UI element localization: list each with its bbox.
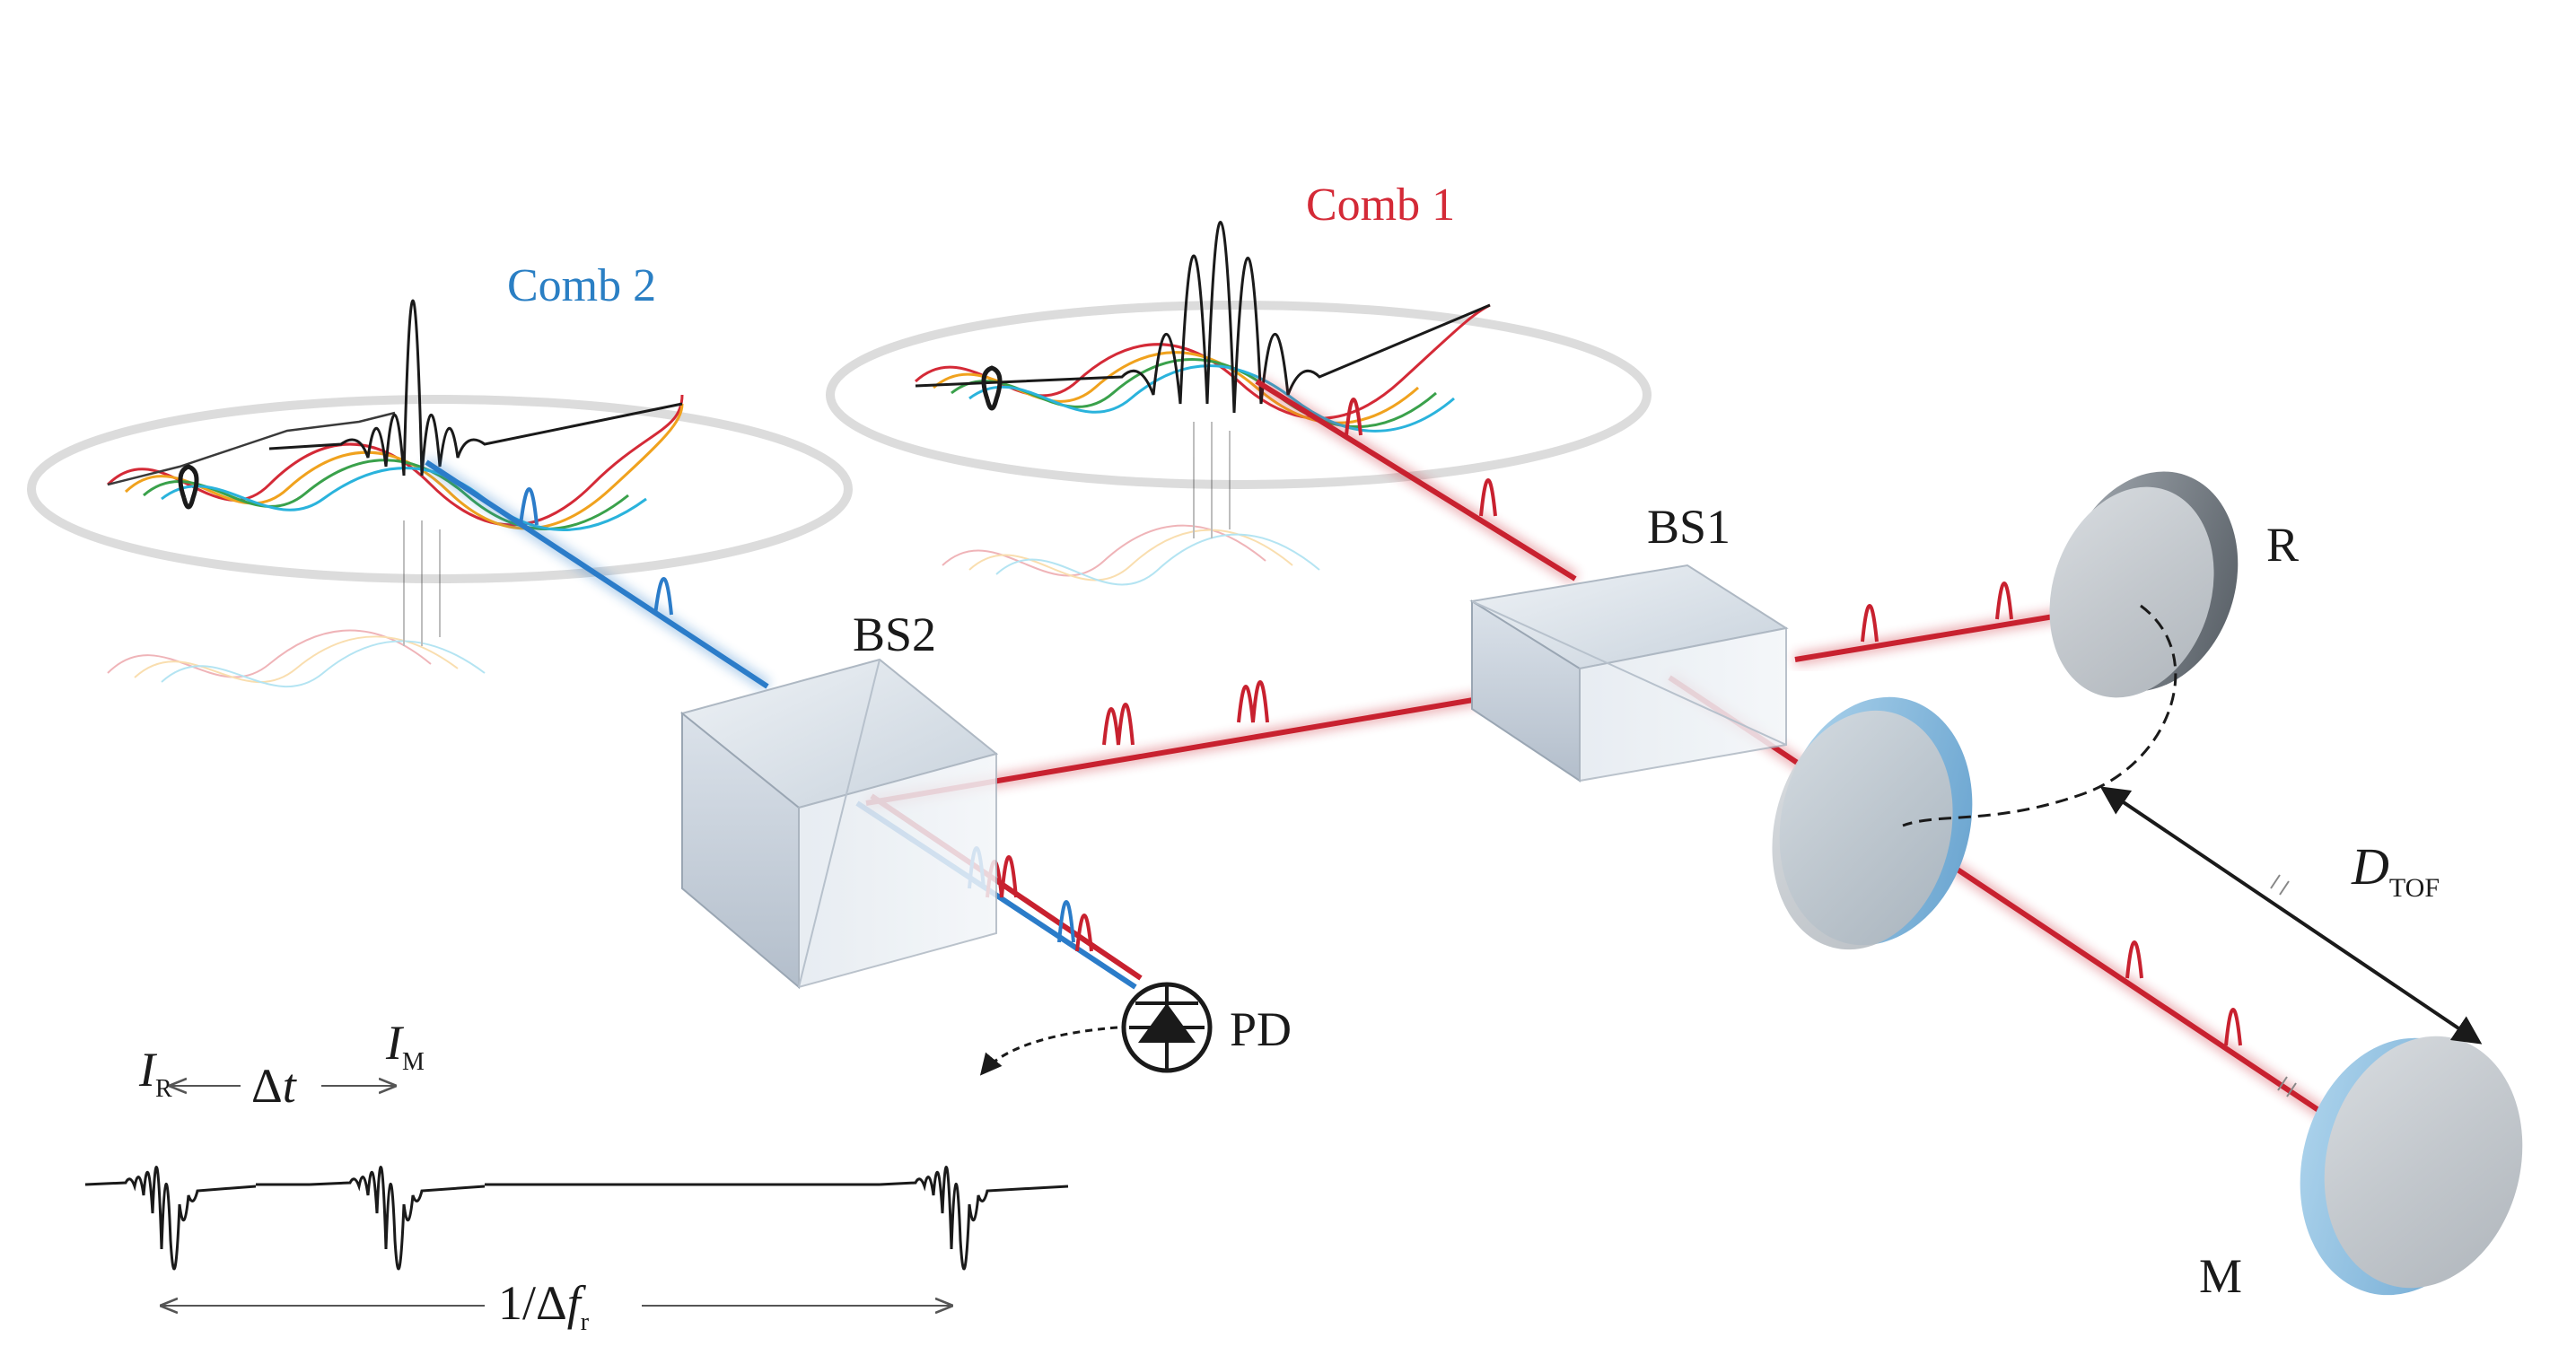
mirror-m bbox=[2300, 1036, 2523, 1296]
bs1-cube bbox=[1469, 564, 1789, 783]
comb2-waves bbox=[106, 394, 684, 531]
dt-label: Δt bbox=[251, 1059, 298, 1113]
bs2-cube bbox=[679, 658, 999, 990]
comb1-group: Comb 1 bbox=[826, 179, 1652, 586]
comb1-loop-icon bbox=[981, 365, 1003, 411]
dtof-arrow bbox=[2099, 786, 2483, 1045]
ir-main: I bbox=[138, 1043, 158, 1097]
period-label: 1/Δfr bbox=[498, 1276, 590, 1336]
comb2-group: Comb 2 bbox=[27, 260, 853, 688]
signal-trace bbox=[84, 1166, 1069, 1271]
bs2-label: BS2 bbox=[853, 608, 936, 661]
mirror-r bbox=[2049, 471, 2239, 698]
dtof-main: D bbox=[2351, 837, 2389, 896]
comb2-label: Comb 2 bbox=[507, 260, 656, 311]
dtof-label: DTOF bbox=[2351, 837, 2440, 903]
comb1-reflection bbox=[942, 422, 1320, 586]
period-subscript: r bbox=[581, 1308, 590, 1336]
mirror-r-label: R bbox=[2266, 518, 2299, 572]
im-label: IM bbox=[385, 1016, 425, 1076]
bs1-label: BS1 bbox=[1647, 500, 1730, 554]
comb2-ring bbox=[27, 395, 853, 583]
break-marks bbox=[2270, 874, 2297, 1097]
pd-signal-arrow bbox=[979, 1026, 1118, 1076]
comb1-ring bbox=[826, 301, 1652, 489]
ir-label: IR bbox=[138, 1043, 172, 1103]
comb2-reflection bbox=[107, 520, 486, 688]
dtof-subscript: TOF bbox=[2389, 873, 2440, 903]
photodetector bbox=[1121, 982, 1213, 1073]
mirror-m-label: M bbox=[2199, 1249, 2242, 1303]
period-prefix: 1/Δ bbox=[498, 1276, 567, 1330]
comb2-interferogram bbox=[268, 299, 683, 477]
dt-t: t bbox=[283, 1059, 298, 1113]
distance-arc bbox=[1902, 604, 2177, 827]
red-beam-comb1 bbox=[1253, 376, 1579, 584]
comb2-loop-icon bbox=[178, 464, 199, 510]
ir-subscript: R bbox=[155, 1075, 172, 1103]
im-main: I bbox=[385, 1016, 405, 1070]
dt-delta: Δ bbox=[251, 1059, 283, 1113]
mirror-m-ghost bbox=[1772, 696, 1973, 950]
comb1-label: Comb 1 bbox=[1306, 179, 1455, 231]
im-subscript: M bbox=[402, 1048, 425, 1076]
pd-label: PD bbox=[1230, 1002, 1292, 1056]
comb1-interferogram bbox=[915, 221, 1491, 414]
